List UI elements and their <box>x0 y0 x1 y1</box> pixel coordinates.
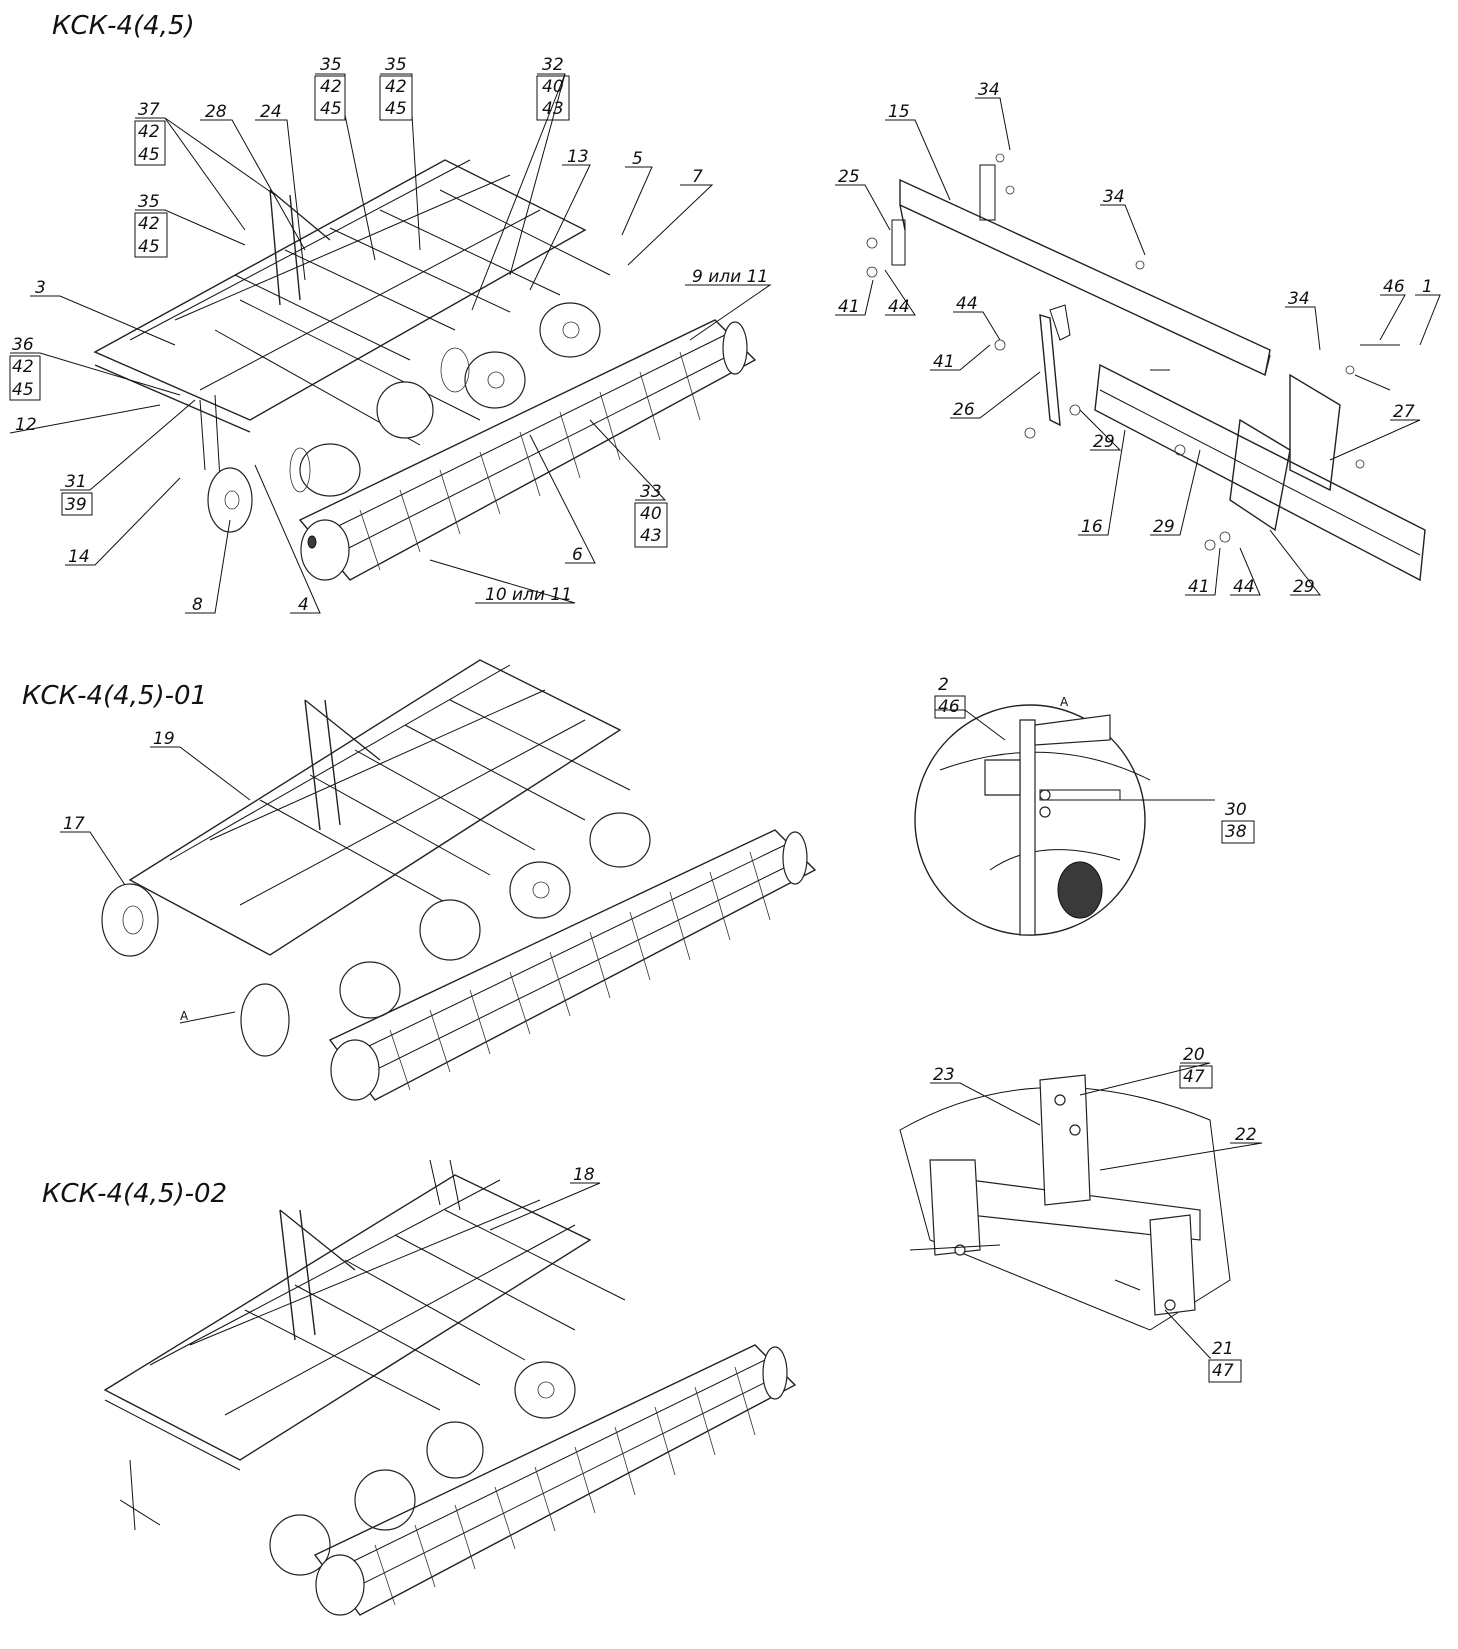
callout-34a: 34 <box>978 80 1000 100</box>
callout-24: 24 <box>260 102 282 122</box>
callout-34c: 34 <box>1288 289 1310 309</box>
callout-29a: 29 <box>1093 432 1115 452</box>
callout-37-42: 42 <box>138 122 160 142</box>
machine-variant-02-drawing <box>103 1159 797 1616</box>
title-variant-01: КСК-4(4,5)-01 <box>22 681 207 711</box>
callout-35b-45: 45 <box>385 99 407 119</box>
callout-30: 30 <box>1225 800 1247 820</box>
callout-31: 31 <box>65 472 87 492</box>
frame-assembly-drawing <box>866 153 1426 582</box>
callout-36: 36 <box>12 335 34 355</box>
callout-16: 16 <box>1081 517 1103 537</box>
callout-41b: 41 <box>933 352 955 372</box>
callout-20-47: 47 <box>1183 1067 1205 1087</box>
callout-1: 1 <box>1422 277 1433 297</box>
callout-20: 20 <box>1183 1045 1205 1065</box>
callout-23: 23 <box>933 1065 955 1085</box>
callout-33-43: 43 <box>640 526 662 546</box>
leader-lines-frame <box>835 97 1441 596</box>
view-marker-a-1: А <box>180 1009 189 1023</box>
callout-12: 12 <box>15 415 37 435</box>
callout-41c: 41 <box>1188 577 1210 597</box>
callout-5: 5 <box>632 149 643 169</box>
callouts-main: 37 42 45 28 24 35 42 45 35 42 45 32 40 4… <box>9 55 768 615</box>
callout-21-47: 47 <box>1212 1361 1234 1381</box>
callout-27: 27 <box>1393 402 1415 422</box>
hitch-detail-drawing <box>899 1074 1231 1331</box>
callout-3: 3 <box>35 278 46 298</box>
callout-32-43: 43 <box>542 99 564 119</box>
callouts-detail-a: 2 46 А 30 38 <box>934 675 1255 844</box>
callout-44a: 44 <box>888 297 910 317</box>
callout-2: 2 <box>938 675 949 695</box>
leader-lines-hitch <box>930 1062 1263 1360</box>
callout-35c-45: 45 <box>138 237 160 257</box>
callout-26: 26 <box>953 400 975 420</box>
callout-6: 6 <box>572 545 583 565</box>
callout-21: 21 <box>1212 1339 1234 1359</box>
callout-32: 32 <box>542 55 564 75</box>
callout-37: 37 <box>138 100 160 120</box>
callout-15: 15 <box>888 102 910 122</box>
title-variant-02: КСК-4(4,5)-02 <box>42 1179 227 1209</box>
callout-35c: 35 <box>138 192 160 212</box>
callout-46: 46 <box>1383 277 1405 297</box>
callout-35b: 35 <box>385 55 407 75</box>
callouts-variant-01: 19 17 А <box>63 729 189 1023</box>
callout-28: 28 <box>205 102 227 122</box>
title-main: КСК-4(4,5) <box>52 11 195 41</box>
callout-41a: 41 <box>838 297 860 317</box>
callout-29b: 29 <box>1153 517 1175 537</box>
callout-4: 4 <box>298 595 309 615</box>
callout-30-38: 38 <box>1225 822 1247 842</box>
callout-31-39: 39 <box>65 495 87 515</box>
callout-44c: 44 <box>1233 577 1255 597</box>
machine-main-drawing <box>93 159 757 581</box>
leader-lines-variant-01 <box>60 746 251 1024</box>
callout-14: 14 <box>68 547 90 567</box>
machine-variant-01-drawing <box>101 659 817 1101</box>
callout-32-40: 40 <box>542 77 564 97</box>
callout-34b: 34 <box>1103 187 1125 207</box>
callout-37-45: 45 <box>138 145 160 165</box>
callout-8: 8 <box>192 595 203 615</box>
callout-29c: 29 <box>1293 577 1315 597</box>
callout-19: 19 <box>153 729 175 749</box>
callout-2-46: 46 <box>938 697 960 717</box>
callout-35b-42: 42 <box>385 77 407 97</box>
view-marker-a-2: А <box>1060 695 1069 709</box>
callout-17: 17 <box>63 814 85 834</box>
leader-lines-variant-02 <box>489 1182 601 1231</box>
callouts-variant-02: 18 <box>573 1165 595 1185</box>
callout-33: 33 <box>640 482 662 502</box>
callout-13: 13 <box>567 147 589 167</box>
callout-35a-45: 45 <box>320 99 342 119</box>
callout-25: 25 <box>838 167 860 187</box>
callout-9: 9 или 11 <box>692 267 768 287</box>
callouts-frame: 34 34 15 25 41 44 44 41 26 29 16 29 41 4… <box>838 80 1433 597</box>
callout-22: 22 <box>1235 1125 1257 1145</box>
callout-7: 7 <box>692 167 703 187</box>
callout-18: 18 <box>573 1165 595 1185</box>
callouts-hitch: 23 20 47 22 21 47 <box>933 1045 1257 1383</box>
callout-44b: 44 <box>956 294 978 314</box>
callout-36-42: 42 <box>12 357 34 377</box>
callout-36-45: 45 <box>12 380 34 400</box>
callout-35a-42: 42 <box>320 77 342 97</box>
callout-10: 10 или 11 <box>485 585 572 605</box>
callout-33-40: 40 <box>640 504 662 524</box>
callout-35c-42: 42 <box>138 214 160 234</box>
detail-view-a <box>914 704 1151 936</box>
callout-35a: 35 <box>320 55 342 75</box>
